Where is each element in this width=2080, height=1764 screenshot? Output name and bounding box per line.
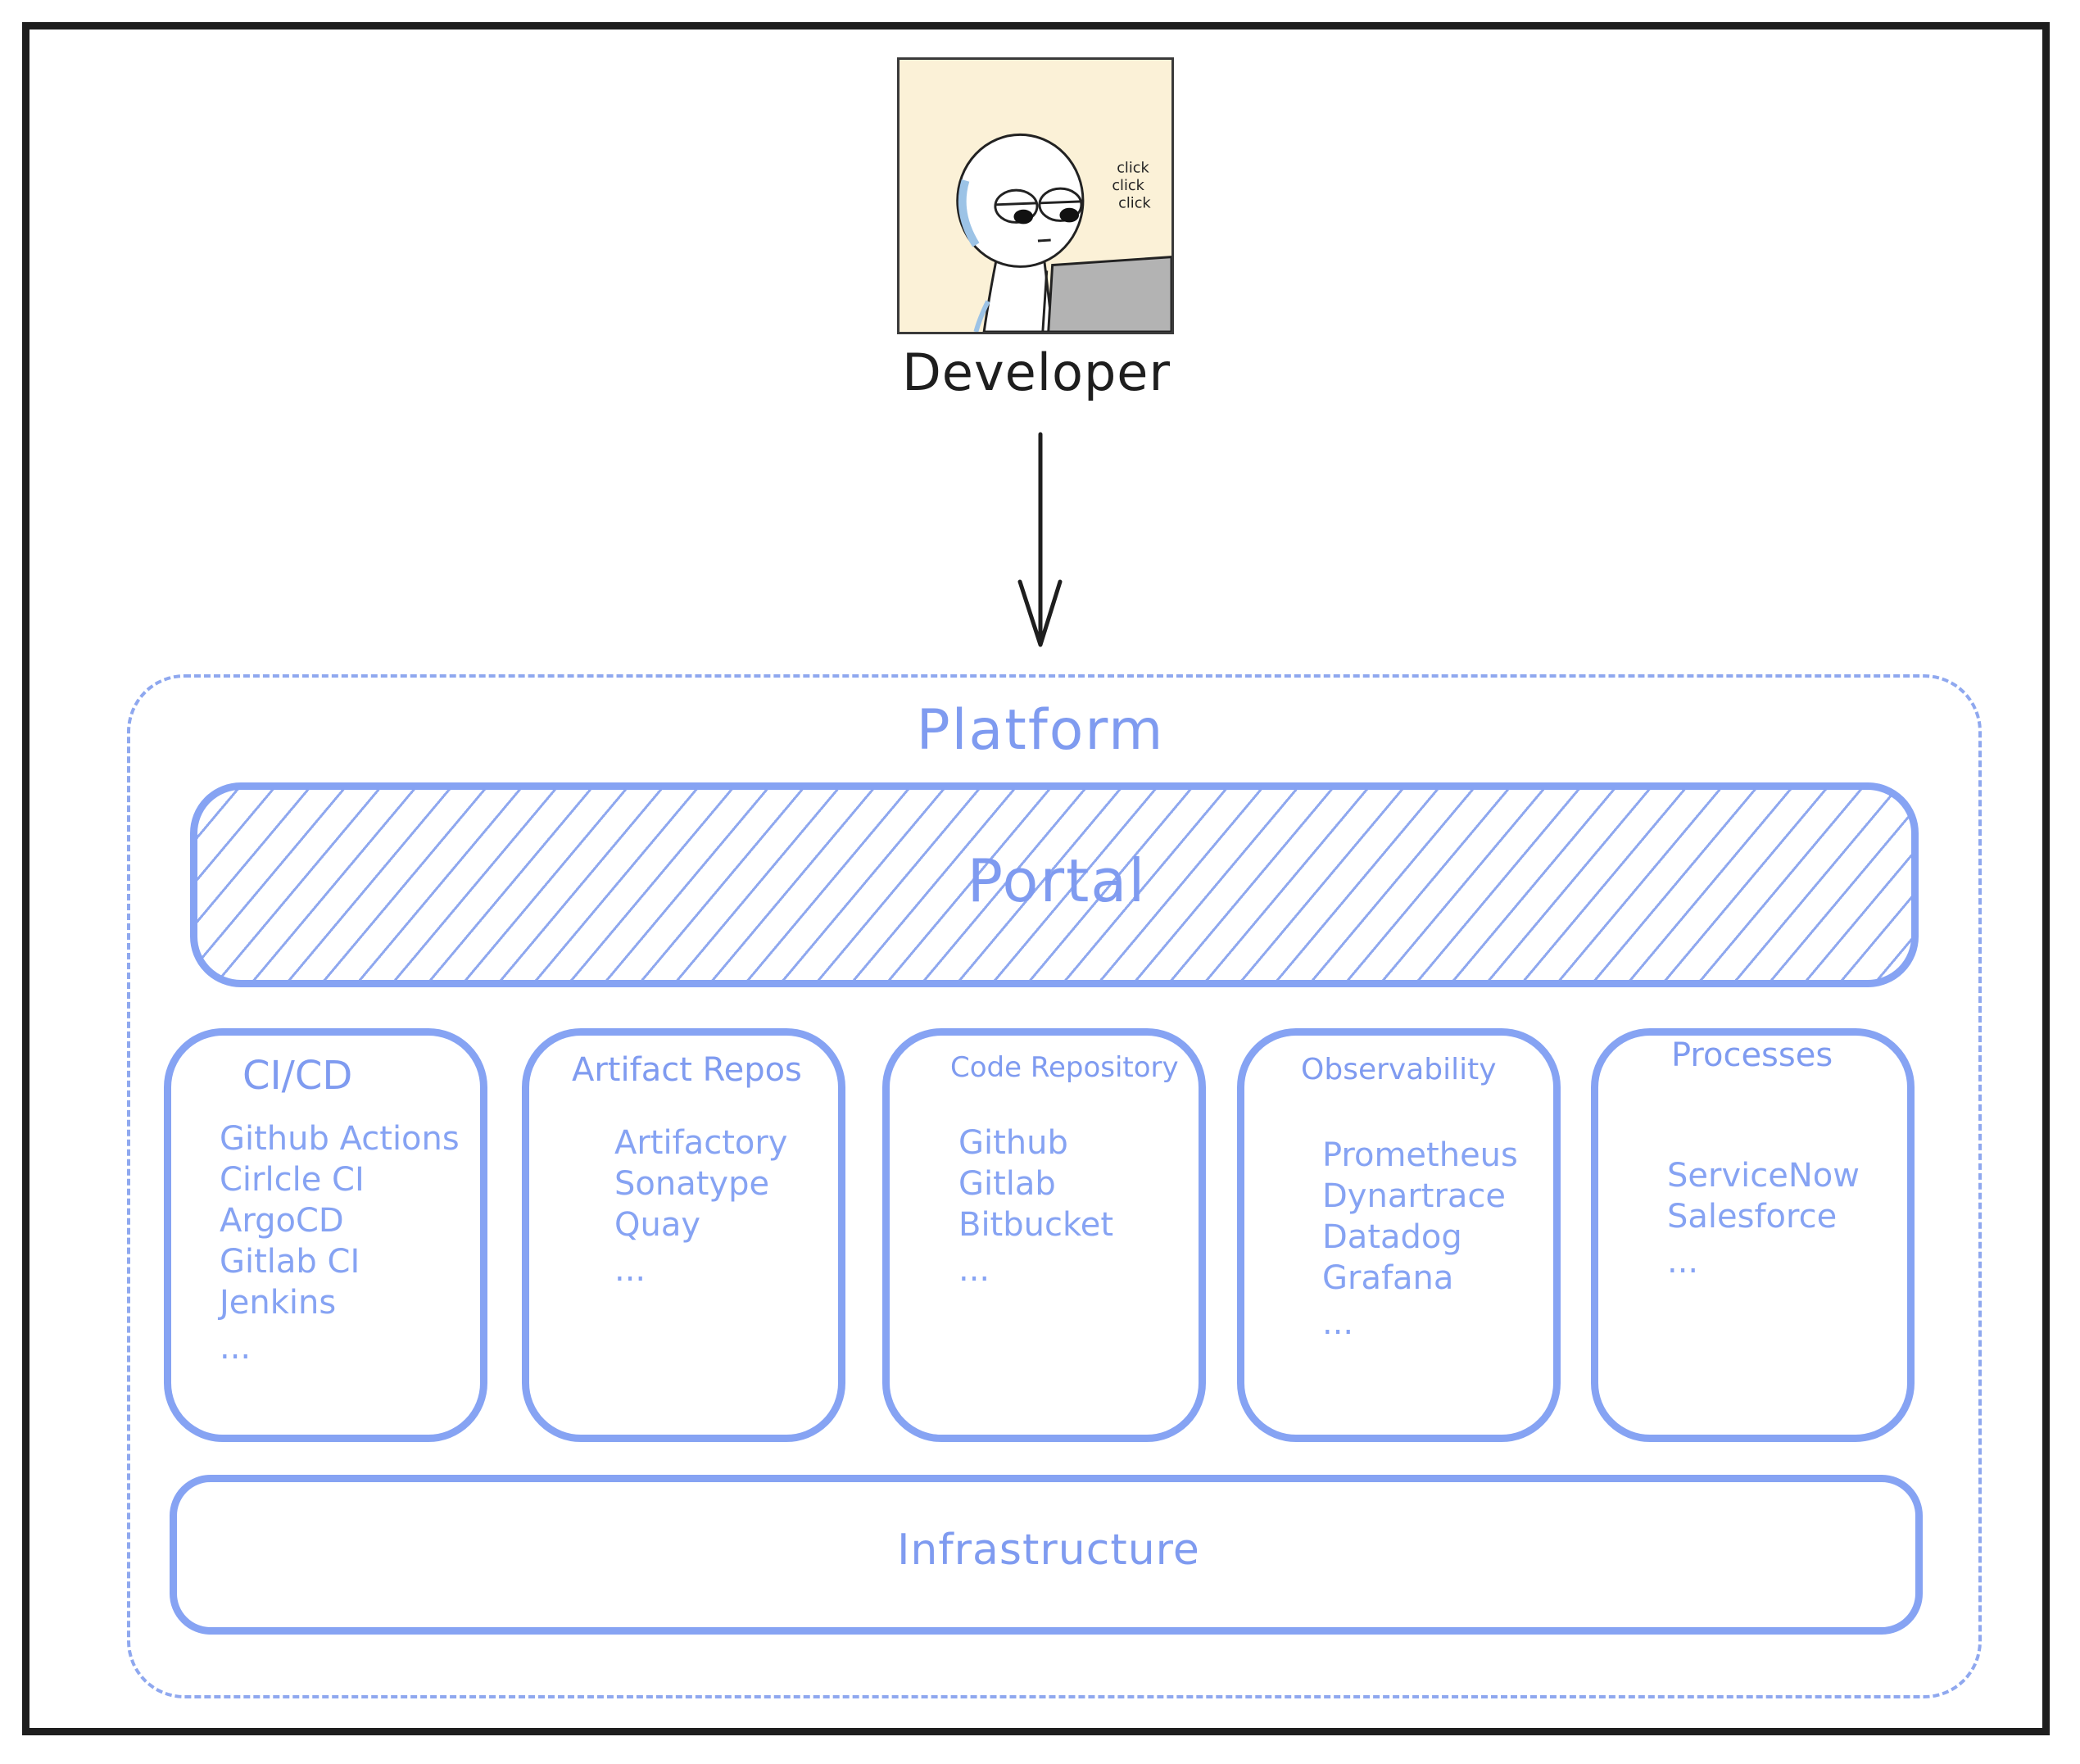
- platform-container: [127, 674, 1982, 1698]
- list-item: ...: [614, 1251, 646, 1289]
- observability-title: Observability: [1301, 1053, 1497, 1086]
- list-item: Gitlab: [958, 1165, 1056, 1203]
- code-repository-box: [882, 1028, 1206, 1442]
- developer-avatar-icon: click click click: [897, 57, 1174, 334]
- list-item: Quay: [614, 1206, 701, 1244]
- list-item: Github: [958, 1124, 1068, 1162]
- list-item: ServiceNow: [1667, 1157, 1860, 1195]
- list-item: Bitbucket: [958, 1206, 1114, 1244]
- list-item: ...: [1667, 1243, 1699, 1281]
- processes-title: Processes: [1671, 1036, 1833, 1074]
- portal-box: [190, 782, 1919, 987]
- observability-box: [1237, 1028, 1561, 1442]
- list-item: Github Actions: [220, 1120, 460, 1158]
- list-item: ...: [958, 1251, 990, 1289]
- list-item: Salesforce: [1667, 1198, 1838, 1236]
- processes-box: [1591, 1028, 1915, 1442]
- portal-label: Portal: [967, 846, 1147, 915]
- developer-label: Developer: [902, 342, 1171, 402]
- list-item: Dynartrace: [1322, 1177, 1507, 1215]
- list-item: Jenkins: [220, 1284, 337, 1322]
- list-item: Sonatype: [614, 1165, 770, 1203]
- artifact-repos-title: Artifact Repos: [572, 1051, 802, 1089]
- svg-text:click: click: [1118, 196, 1151, 212]
- diagram-frame: [22, 22, 2050, 1735]
- infrastructure-label: Infrastructure: [897, 1526, 1200, 1575]
- list-item: Cirlcle CI: [220, 1161, 365, 1199]
- svg-text:click: click: [1112, 178, 1144, 194]
- list-item: ArgoCD: [220, 1202, 344, 1240]
- code-repository-title: Code Repository: [950, 1051, 1179, 1084]
- list-item: Grafana: [1322, 1259, 1454, 1297]
- cicd-title: CI/CD: [242, 1053, 353, 1099]
- down-arrow-icon: [1017, 432, 1063, 647]
- list-item: ...: [1322, 1304, 1354, 1342]
- list-item: ...: [220, 1329, 252, 1367]
- cicd-box: [164, 1028, 487, 1442]
- platform-title: Platform: [916, 698, 1165, 763]
- list-item: Artifactory: [614, 1124, 788, 1162]
- svg-text:click: click: [1117, 161, 1149, 177]
- infrastructure-box: [170, 1475, 1923, 1635]
- list-item: Prometheus: [1322, 1136, 1518, 1174]
- list-item: Gitlab CI: [220, 1243, 360, 1281]
- list-item: Datadog: [1322, 1218, 1462, 1256]
- artifact-repos-box: [522, 1028, 845, 1442]
